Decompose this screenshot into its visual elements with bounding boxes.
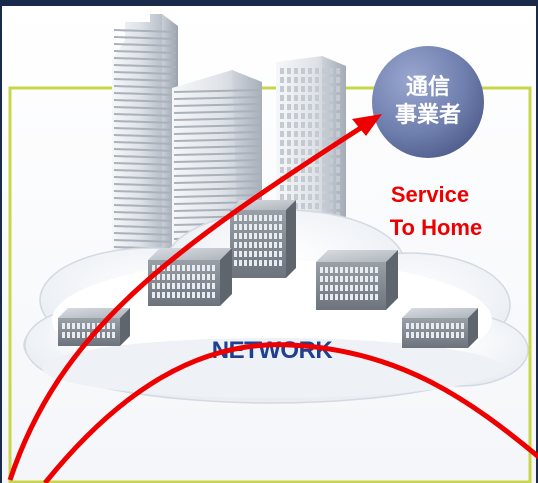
office-tower-icon xyxy=(112,14,178,275)
curved-arrow-icon xyxy=(7,114,538,483)
server-rack-icon xyxy=(402,308,478,348)
server-rack-icon xyxy=(316,250,398,310)
arrow-arc-to-home xyxy=(43,342,538,483)
operator-badge-line2: 事業者 xyxy=(395,102,461,127)
service-label-line1: Service xyxy=(391,182,469,207)
operator-badge-line1: 通信 xyxy=(406,74,450,99)
server-group xyxy=(58,200,478,348)
service-label-line2: To Home xyxy=(390,215,482,240)
server-rack-icon xyxy=(230,200,296,278)
server-rack-icon xyxy=(58,308,130,346)
arrowhead-icon xyxy=(352,114,382,136)
server-rack-icon xyxy=(148,248,232,306)
operator-circle-badge: 通信 事業者 xyxy=(372,46,484,158)
arrow-to-operator xyxy=(7,119,372,481)
content-frame xyxy=(8,86,532,483)
